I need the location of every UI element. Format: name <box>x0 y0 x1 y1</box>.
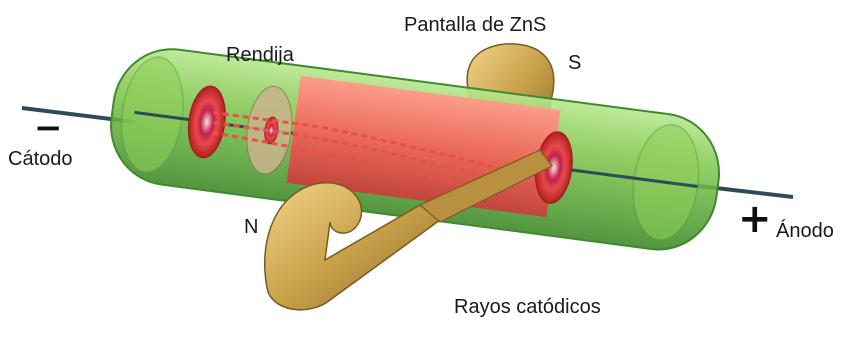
cathode-label: Cátodo <box>8 148 73 171</box>
zns-screen-label: Pantalla de ZnS <box>404 14 546 37</box>
north-pole-label: N <box>244 216 258 239</box>
anode-label: Ánodo <box>776 220 834 243</box>
south-pole-label: S <box>568 52 581 75</box>
cathode-sign: − <box>34 108 63 148</box>
cathode-rays-label: Rayos catódicos <box>454 296 601 319</box>
slit-label: Rendija <box>226 44 294 67</box>
anode-sign: + <box>738 196 772 242</box>
